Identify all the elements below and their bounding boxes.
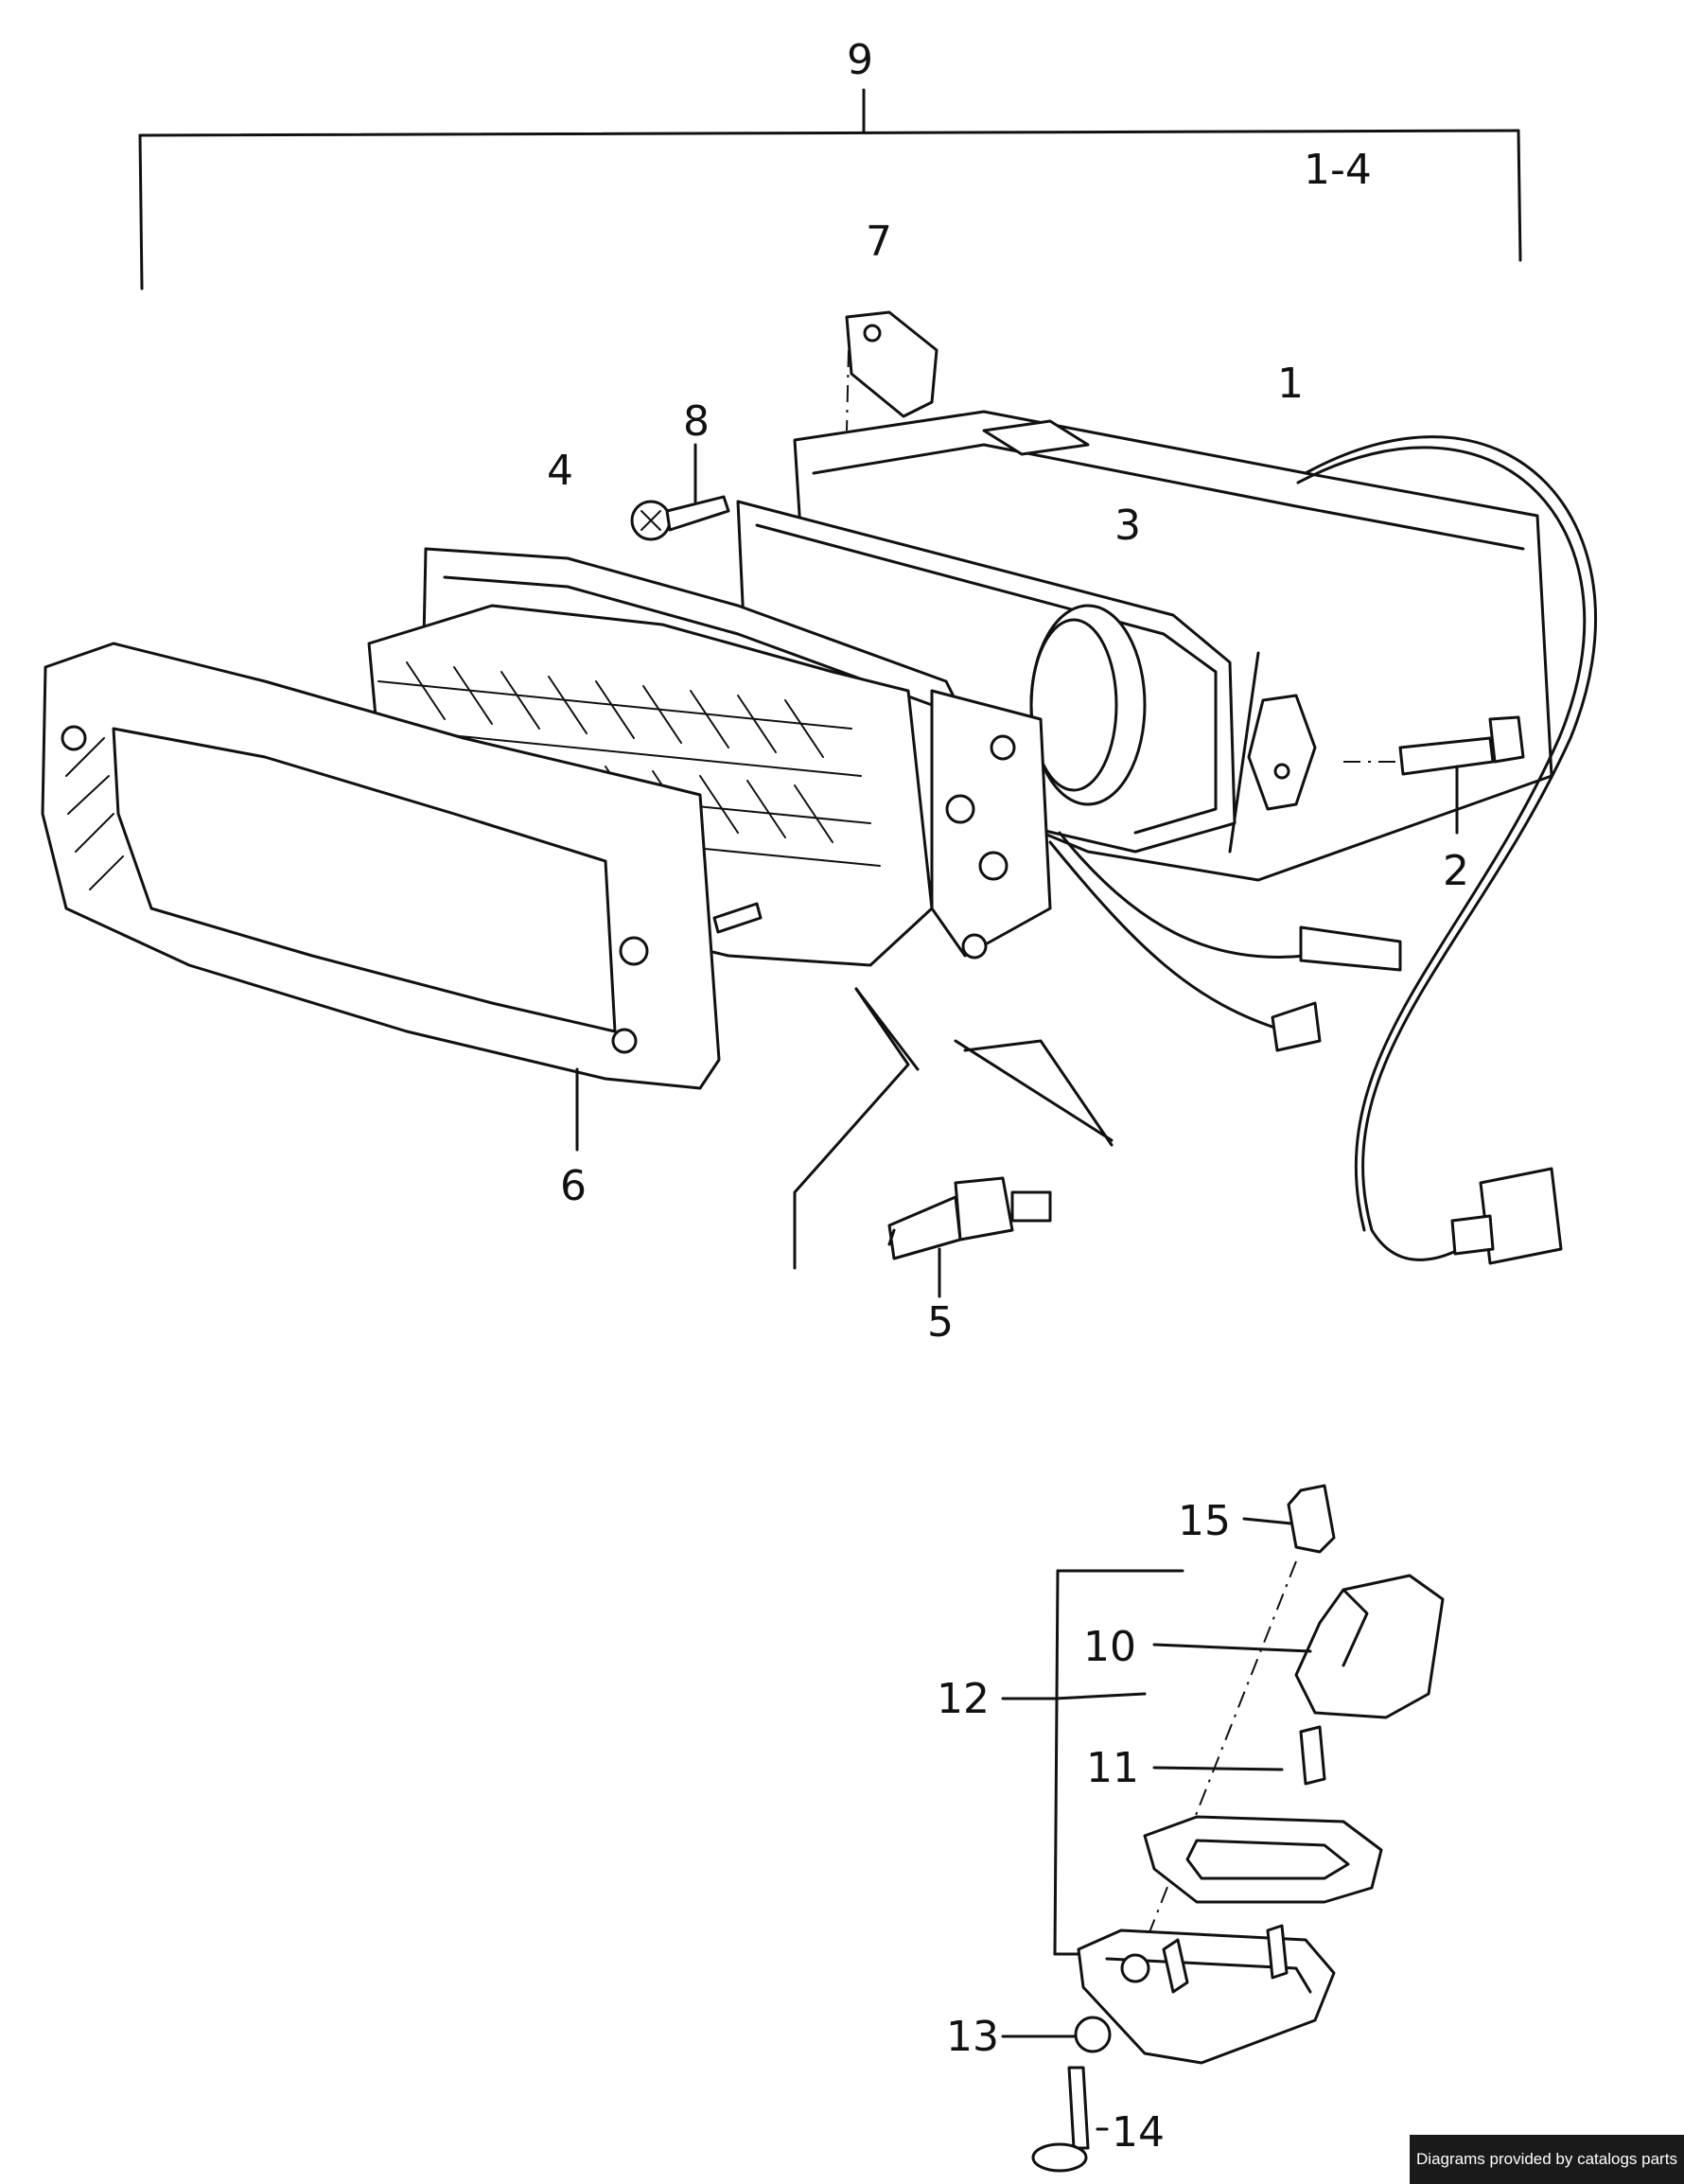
retaining-clip (845, 310, 938, 432)
screw-14 (1031, 2066, 1109, 2173)
callout-1: 1 (1277, 360, 1304, 408)
diagram-credit: Diagrams provided by catalogs parts (1410, 2135, 1684, 2184)
callout-1-4: 1-4 (1304, 146, 1372, 194)
bulb-11 (1152, 1725, 1326, 1786)
lamp-holder-10 (1152, 1574, 1445, 1719)
group-bracket-9 (138, 88, 1522, 291)
washer-13 (1001, 2016, 1112, 2053)
callout-15: 15 (1178, 1497, 1231, 1545)
callout-8: 8 (683, 397, 710, 446)
callout-3: 3 (1114, 502, 1141, 550)
lamp-housing (1077, 1924, 1336, 2065)
callout-5: 5 (927, 1298, 954, 1347)
callout-11: 11 (1086, 1744, 1139, 1792)
headlight-seal-frame (736, 500, 1237, 854)
headlight-bulb (793, 987, 1114, 1298)
callout-7: 7 (866, 218, 892, 266)
callout-4: 4 (547, 447, 573, 495)
callout-10: 10 (1083, 1623, 1136, 1671)
callout-6: 6 (560, 1162, 587, 1210)
adjusting-bolt (1343, 715, 1525, 835)
callout-13: 13 (946, 2013, 999, 2061)
lens-stud (712, 902, 763, 934)
lamp-socket-15 (1242, 1484, 1336, 1554)
wiring-harness (1048, 435, 1597, 1265)
assembly-axis (1134, 1560, 1297, 1969)
callout-9: 9 (847, 36, 873, 84)
subassembly-bracket-12 (1001, 1569, 1184, 1956)
callout-12: 12 (937, 1675, 990, 1723)
callout-14: 14 (1112, 2108, 1165, 2157)
adjusting-screw-upper (630, 443, 730, 541)
lamp-gasket (1143, 1815, 1383, 1904)
headlight-bezel (41, 642, 721, 1152)
callout-2: 2 (1443, 847, 1469, 895)
